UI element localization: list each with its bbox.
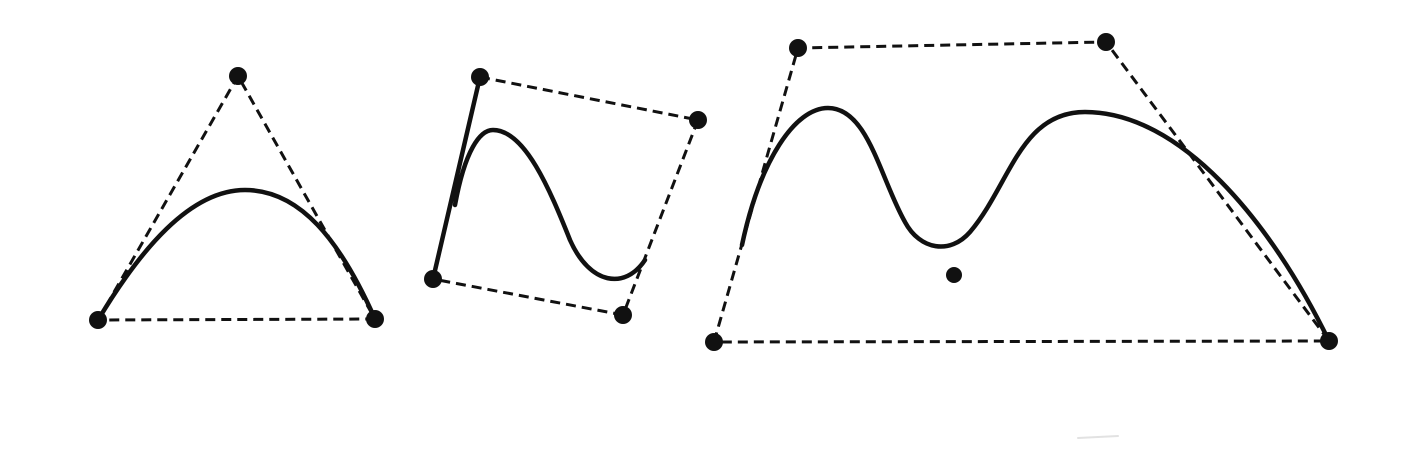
bezier-curve-s-wave	[430, 74, 648, 282]
control-point	[89, 311, 107, 329]
panel-quintic	[424, 68, 707, 324]
convex-hull-edge-top	[479, 75, 699, 122]
control-point	[705, 333, 723, 351]
control-point	[789, 39, 807, 57]
control-point	[424, 270, 442, 288]
scan-smudge	[1077, 435, 1119, 439]
bezier-curve-arch	[95, 187, 378, 323]
control-point	[471, 68, 489, 86]
control-point	[614, 306, 632, 324]
panel-quadratic	[89, 67, 384, 329]
control-point	[1097, 33, 1115, 51]
control-point	[229, 67, 247, 85]
convex-hull-triangle	[96, 74, 377, 322]
panel-higher-degree	[705, 33, 1338, 351]
convex-hull-trapezoid	[712, 40, 1331, 344]
bezier-curve-double-hump	[739, 105, 1332, 344]
control-point	[1320, 332, 1338, 350]
convex-hull-edge-bottom	[432, 277, 624, 317]
control-point	[366, 310, 384, 328]
convex-hull-edge-right	[621, 119, 700, 316]
control-point	[689, 111, 707, 129]
control-point	[946, 267, 962, 283]
